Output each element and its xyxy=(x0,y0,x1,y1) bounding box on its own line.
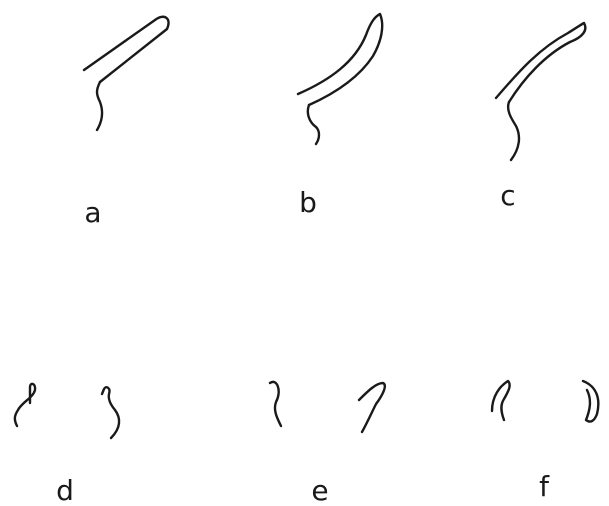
panel-e: e xyxy=(270,382,385,506)
panel-b-label: b xyxy=(299,186,317,219)
panel-c: c xyxy=(496,23,585,212)
panel-a: a xyxy=(84,17,169,229)
panel-e-label: e xyxy=(311,474,328,506)
panel-d-label: d xyxy=(56,474,74,506)
panel-e-drawing xyxy=(270,382,385,432)
panel-b: b xyxy=(298,14,382,219)
panel-d: d xyxy=(15,384,119,506)
panel-a-drawing xyxy=(84,17,169,130)
panel-a-label: a xyxy=(84,196,101,229)
panel-c-drawing xyxy=(496,23,585,160)
panel-c-label: c xyxy=(500,179,515,212)
panel-f: f xyxy=(492,381,598,503)
panel-d-drawing xyxy=(15,384,119,438)
panel-f-label: f xyxy=(539,470,550,503)
panel-b-drawing xyxy=(298,14,382,144)
panel-f-drawing xyxy=(492,381,598,422)
